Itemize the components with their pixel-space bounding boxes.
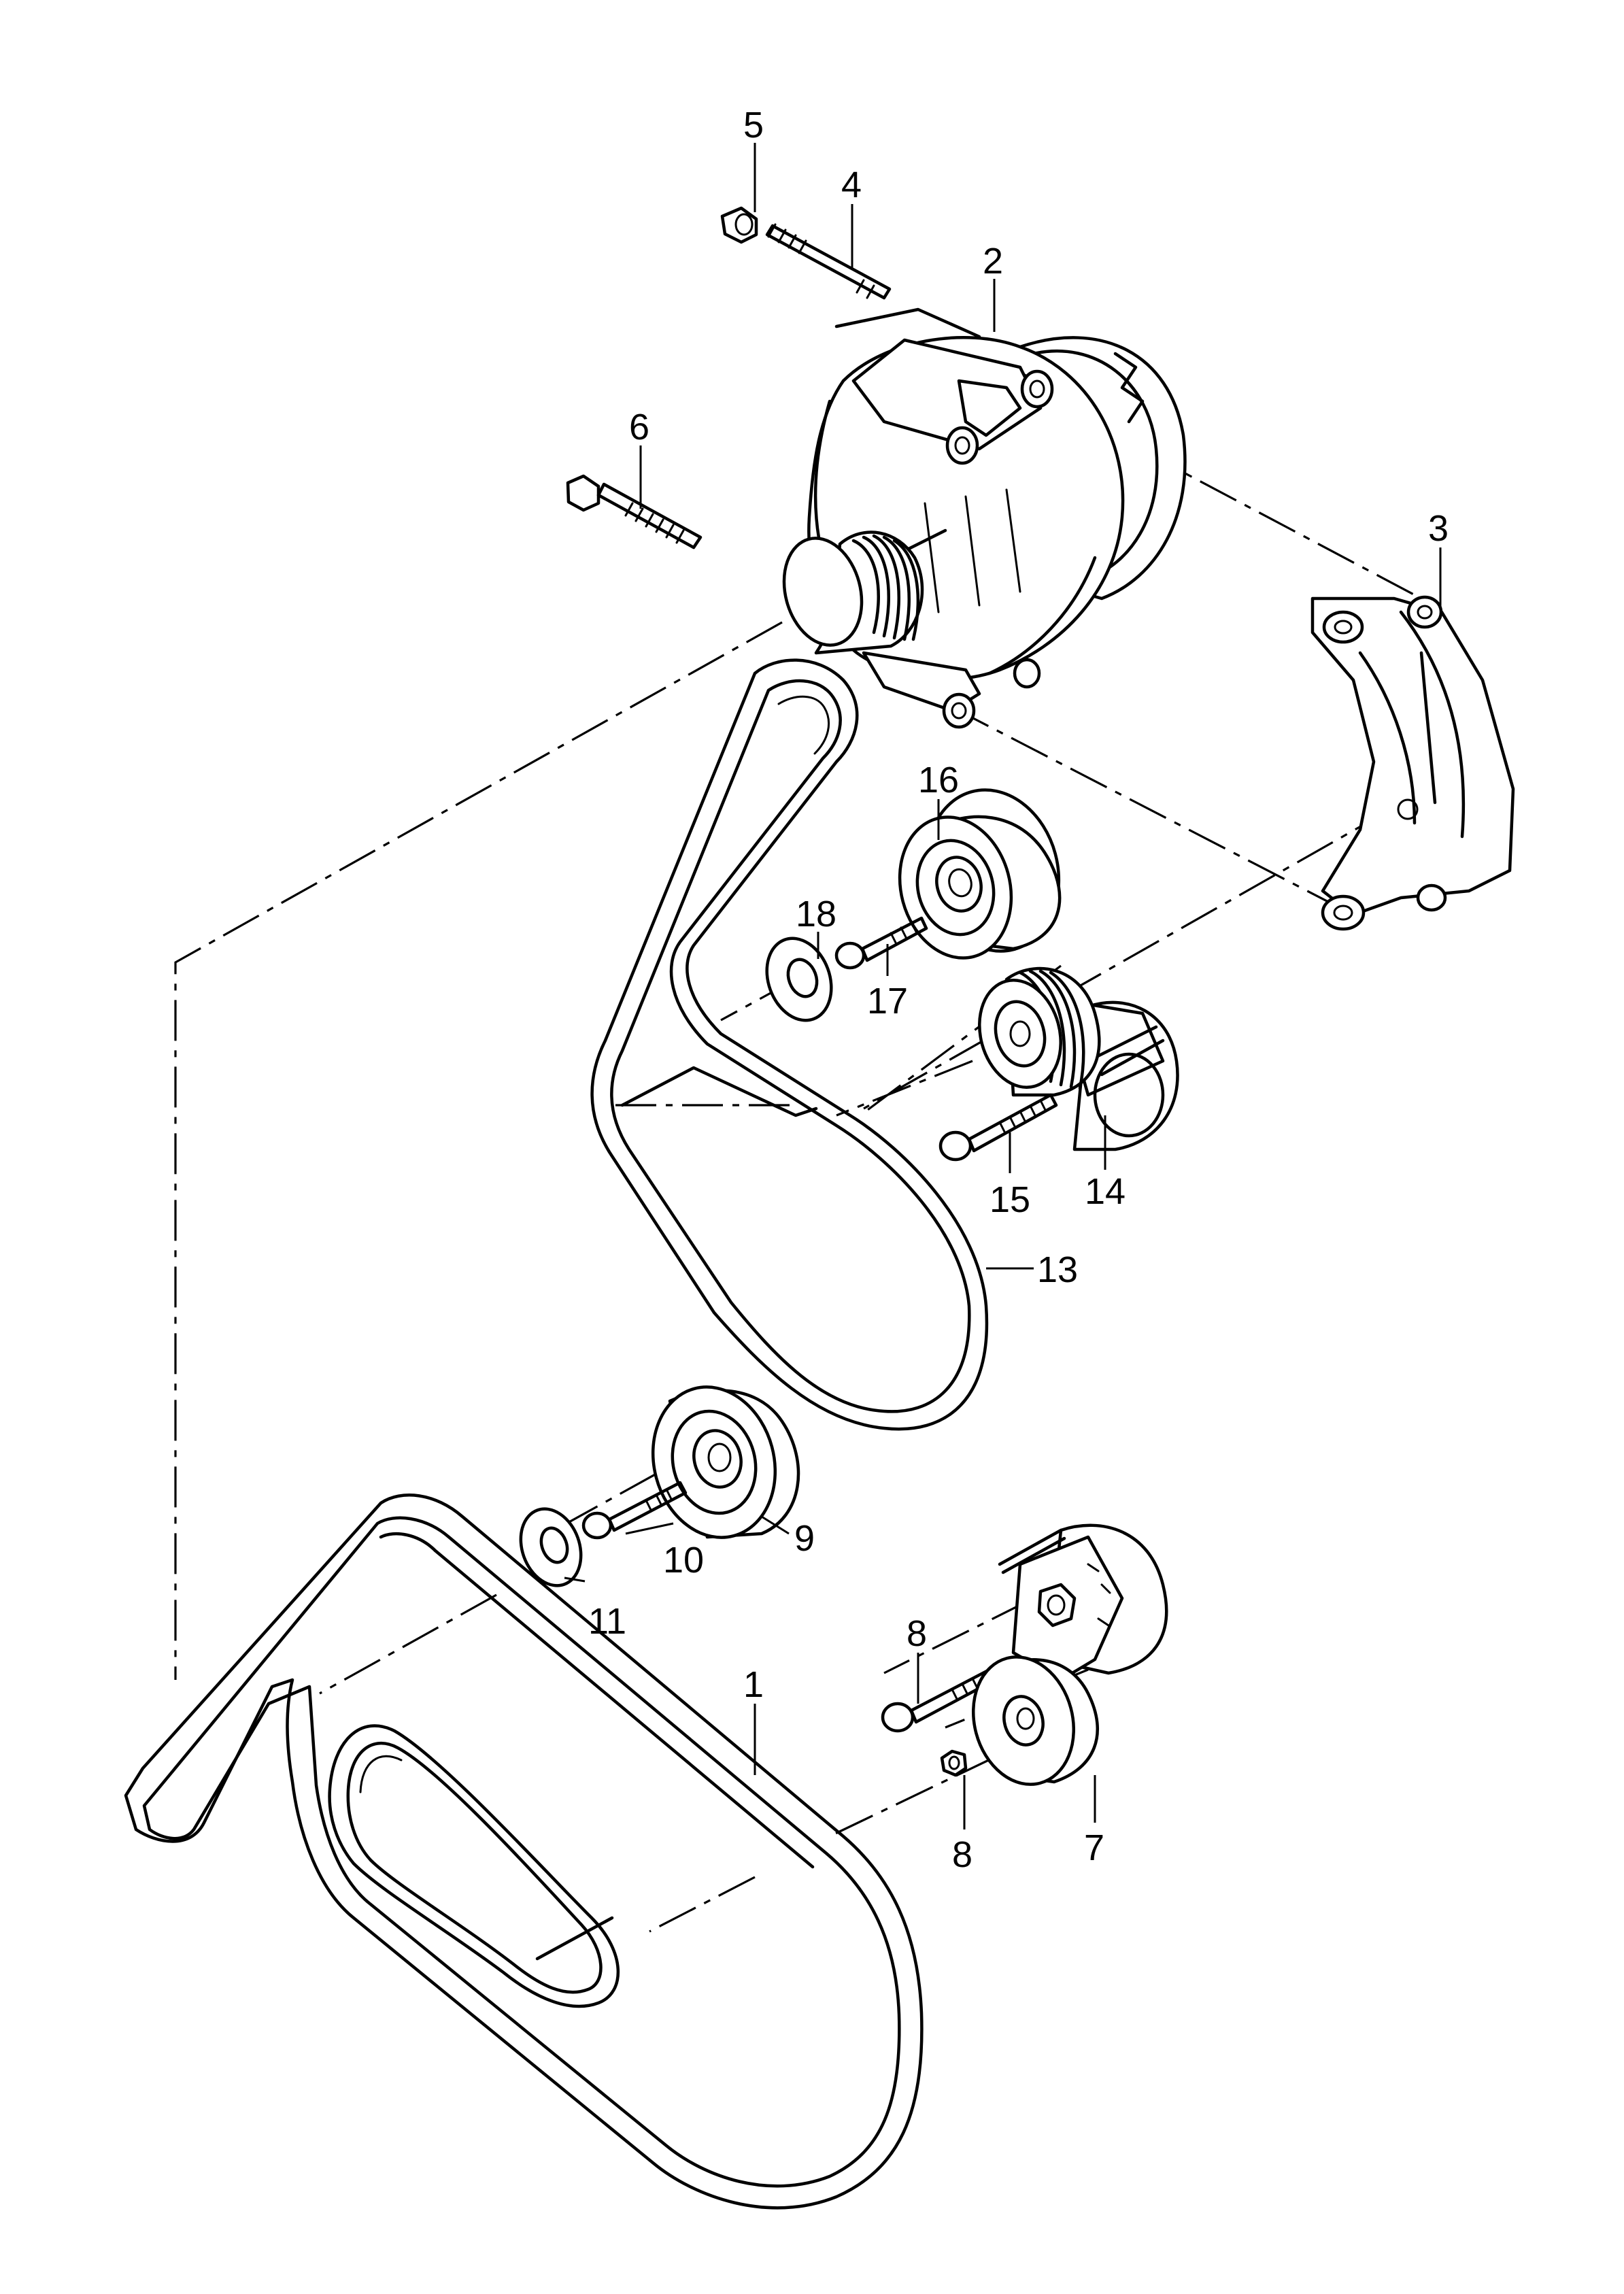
part-2-alternator[interactable]	[773, 307, 1187, 729]
callout-17: 17	[867, 981, 908, 1022]
part-15-bolt[interactable]	[938, 1093, 1058, 1162]
callout-16: 16	[918, 760, 959, 800]
callout-8-lower: 8	[952, 1834, 972, 1875]
part-3-bracket[interactable]	[1310, 595, 1515, 931]
callout-1: 1	[743, 1664, 764, 1705]
part-9-idler-pulley[interactable]	[637, 1373, 800, 1551]
part-17-bolt[interactable]	[834, 916, 928, 970]
callout-10: 10	[663, 1540, 704, 1581]
callout-18: 18	[796, 894, 836, 934]
part-10-bolt[interactable]	[581, 1481, 688, 1540]
part-6-bolt[interactable]	[566, 474, 703, 550]
callout-3: 3	[1428, 508, 1449, 549]
part-14-tensioner[interactable]	[968, 966, 1179, 1151]
part-11-washer[interactable]	[511, 1500, 592, 1594]
callout-5: 5	[743, 105, 764, 146]
part-7-tensioner[interactable]	[960, 1523, 1168, 1796]
callout-7: 7	[1084, 1827, 1104, 1868]
callout-13: 13	[1037, 1249, 1078, 1290]
callout-15: 15	[989, 1179, 1030, 1220]
part-8-nut-lower[interactable]	[940, 1749, 968, 1777]
callout-8-upper: 8	[907, 1613, 927, 1654]
callout-6: 6	[629, 407, 649, 448]
callout-14: 14	[1085, 1171, 1126, 1212]
part-5-nut[interactable]	[720, 206, 758, 244]
part-1-large-belt[interactable]	[124, 1494, 924, 2210]
part-18-washer[interactable]	[756, 929, 843, 1029]
part-13-small-belt[interactable]	[590, 658, 989, 1431]
part-4-stud[interactable]	[765, 223, 892, 300]
leader-lines	[564, 143, 1442, 1829]
callout-2: 2	[983, 241, 1003, 282]
callout-11: 11	[588, 1601, 626, 1642]
callout-9: 9	[794, 1518, 815, 1559]
callout-4: 4	[841, 165, 862, 205]
part-16-idler-pulley[interactable]	[885, 775, 1077, 971]
callouts: 5 4 2 6 3 16 18 17 15 14 13 9 10 11 8 1 …	[588, 105, 1449, 1875]
